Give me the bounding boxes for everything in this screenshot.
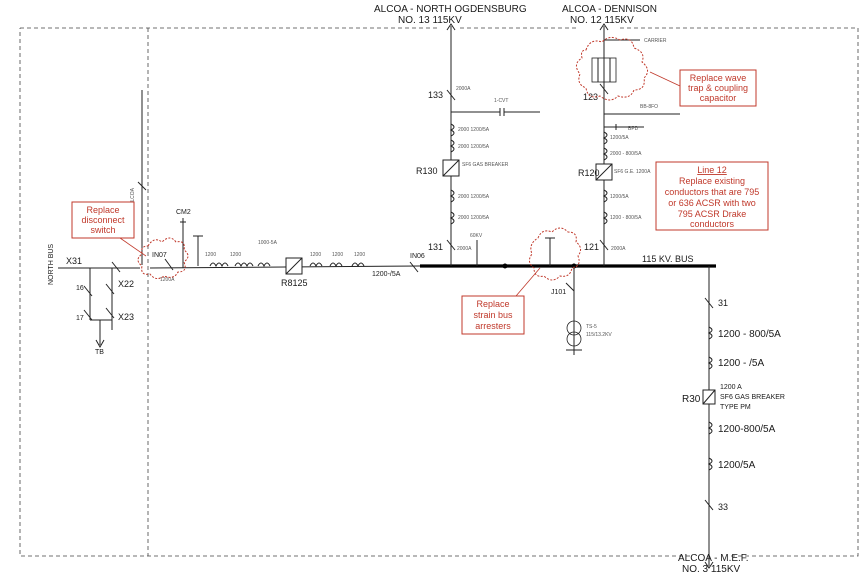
svg-text:115/13.2KV: 115/13.2KV [586, 332, 612, 338]
line13-name: ALCOA - NORTH OGDENSBURG [374, 4, 527, 15]
x22-label: X22 [118, 279, 134, 289]
line3-name: ALCOA - M.E.F. [678, 553, 749, 564]
svg-text:1000-5A: 1000-5A [258, 240, 278, 246]
svg-text:2000 - 800/5A: 2000 - 800/5A [610, 151, 642, 157]
line3-number: NO. 3 115KV [682, 564, 741, 575]
callout-wave-line3: capacitor [700, 93, 737, 103]
svg-text:BPD: BPD [628, 126, 639, 132]
svg-text:1-CVT: 1-CVT [494, 98, 508, 104]
svg-text:SF6 G.E. 1200A: SF6 G.E. 1200A [614, 169, 651, 175]
callout-disconnect: Replace disconnect switch [71, 201, 147, 257]
ct-d-label: 1200/5A [718, 460, 756, 471]
line-3-mef: 31 1200 - 800/5A 1200 - /5A R30 1200 A S… [678, 266, 785, 575]
svg-text:ALCOA: ALCOA [130, 187, 136, 205]
svg-text:1200/5A: 1200/5A [610, 194, 629, 200]
callout-wave-trap: Replace wave trap & coupling capacitor [649, 69, 757, 107]
svg-text:1200 - 800/5A: 1200 - 800/5A [610, 215, 642, 221]
r8125-label: R8125 [281, 278, 308, 288]
svg-text:SF6 GAS BREAKER: SF6 GAS BREAKER [462, 162, 509, 168]
breaker-type-2: TYPE PM [720, 404, 751, 411]
svg-text:2000 1200/5A: 2000 1200/5A [458, 194, 490, 200]
x23-label: X23 [118, 312, 134, 322]
callout-disconnect-line2: disconnect [81, 215, 125, 225]
x31-label: X31 [66, 256, 82, 266]
label-131: 131 [428, 242, 443, 252]
callout-line12-line3: or 636 ACSR with two [668, 198, 756, 208]
revision-clouds [137, 36, 648, 281]
cloud-arresters [528, 227, 582, 281]
svg-text:2000 1200/5A: 2000 1200/5A [458, 215, 490, 221]
callout-line12-line5: conductors [690, 219, 735, 229]
substation-boundary [19, 27, 859, 557]
callout-wave-line2: trap & coupling [688, 83, 748, 93]
label-33: 33 [718, 502, 728, 512]
label-133: 133 [428, 90, 443, 100]
svg-text:1200/5A: 1200/5A [610, 135, 629, 141]
north-bus-label: NORTH BUS [48, 244, 55, 285]
in06-label: IN06 [410, 253, 425, 260]
callout-wave-line1: Replace wave [690, 73, 747, 83]
line-12-dennison: ALCOA - DENNISON NO. 12 115KV CARRIER 12… [562, 4, 680, 266]
line13-number: NO. 13 115KV [398, 15, 462, 26]
callout-disconnect-line1: Replace [86, 205, 119, 215]
tb-label: TB [95, 349, 104, 356]
svg-text:60KV: 60KV [470, 233, 483, 239]
callout-line12: Line 12 Replace existing conductors that… [655, 161, 769, 231]
label-123: 123 [583, 92, 598, 102]
svg-text:2000 1200/5A: 2000 1200/5A [458, 144, 490, 150]
west-feeder: IN07 1200A CM2 1200 1200 1000-5A R8125 1… [149, 209, 425, 288]
j101-label: J101 [551, 289, 566, 296]
svg-text:1200: 1200 [332, 252, 343, 258]
breaker-type-1: SF6 GAS BREAKER [720, 394, 785, 401]
cloud-disconnect [137, 237, 189, 280]
callout-arresters-line1: Replace [476, 299, 509, 309]
callout-line12-title: Line 12 [697, 165, 727, 175]
r30-label: R30 [682, 394, 701, 405]
r120-label: R120 [578, 168, 600, 178]
svg-text:1200A: 1200A [160, 277, 175, 283]
line12-name: ALCOA - DENNISON [562, 4, 657, 15]
callout-disconnect-line3: switch [90, 225, 115, 235]
callout-line12-line1: Replace existing [679, 176, 745, 186]
ct-b-label: 1200 - /5A [718, 358, 764, 369]
label-17: 17 [76, 315, 84, 322]
ct-c-label: 1200-800/5A [718, 424, 776, 435]
breaker-rating: 1200 A [720, 384, 742, 391]
svg-text:1200: 1200 [354, 252, 365, 258]
r130-label: R130 [416, 166, 438, 176]
svg-text:TS-5: TS-5 [586, 324, 597, 330]
ct-a-label: 1200 - 800/5A [718, 329, 781, 340]
callout-arresters-line2: strain bus [473, 310, 513, 320]
arrester-transformer-tap: J101 TS-5 115/13.2KV [545, 237, 612, 355]
ct-left-label: 1200-/5A [372, 271, 401, 278]
svg-text:2000A: 2000A [457, 246, 472, 252]
svg-text:1200: 1200 [205, 252, 216, 258]
svg-text:1200: 1200 [230, 252, 241, 258]
line-13-north-ogdensburg: ALCOA - NORTH OGDENSBURG NO. 13 115KV 13… [374, 4, 540, 266]
line12-number: NO. 12 115KV [570, 15, 634, 26]
label-121: 121 [584, 242, 599, 252]
callout-line12-line2: conductors that are 795 [665, 187, 760, 197]
callout-line12-line4: 795 ACSR Drake [678, 209, 747, 219]
callout-arresters-line3: arresters [475, 321, 511, 331]
carrier-label: CARRIER [644, 38, 667, 44]
bus-label: 115 KV. BUS [642, 254, 694, 264]
cloud-wave-trap [576, 36, 648, 101]
in07-label: IN07 [152, 252, 167, 259]
main-bus: 115 KV. BUS [420, 254, 716, 269]
svg-text:2000A: 2000A [611, 246, 626, 252]
svg-text:2000 1200/5A: 2000 1200/5A [458, 127, 490, 133]
cm2-label: CM2 [176, 209, 191, 216]
svg-text:BB-8FO: BB-8FO [640, 104, 658, 110]
label-16: 16 [76, 285, 84, 292]
svg-text:1200: 1200 [310, 252, 321, 258]
svg-text:2000A: 2000A [456, 86, 471, 92]
label-31: 31 [718, 298, 728, 308]
callout-arresters: Replace strain bus arresters [461, 267, 541, 335]
north-bus-feeder: NORTH BUS X31 X22 X23 16 17 TB ALCOA [48, 90, 147, 356]
